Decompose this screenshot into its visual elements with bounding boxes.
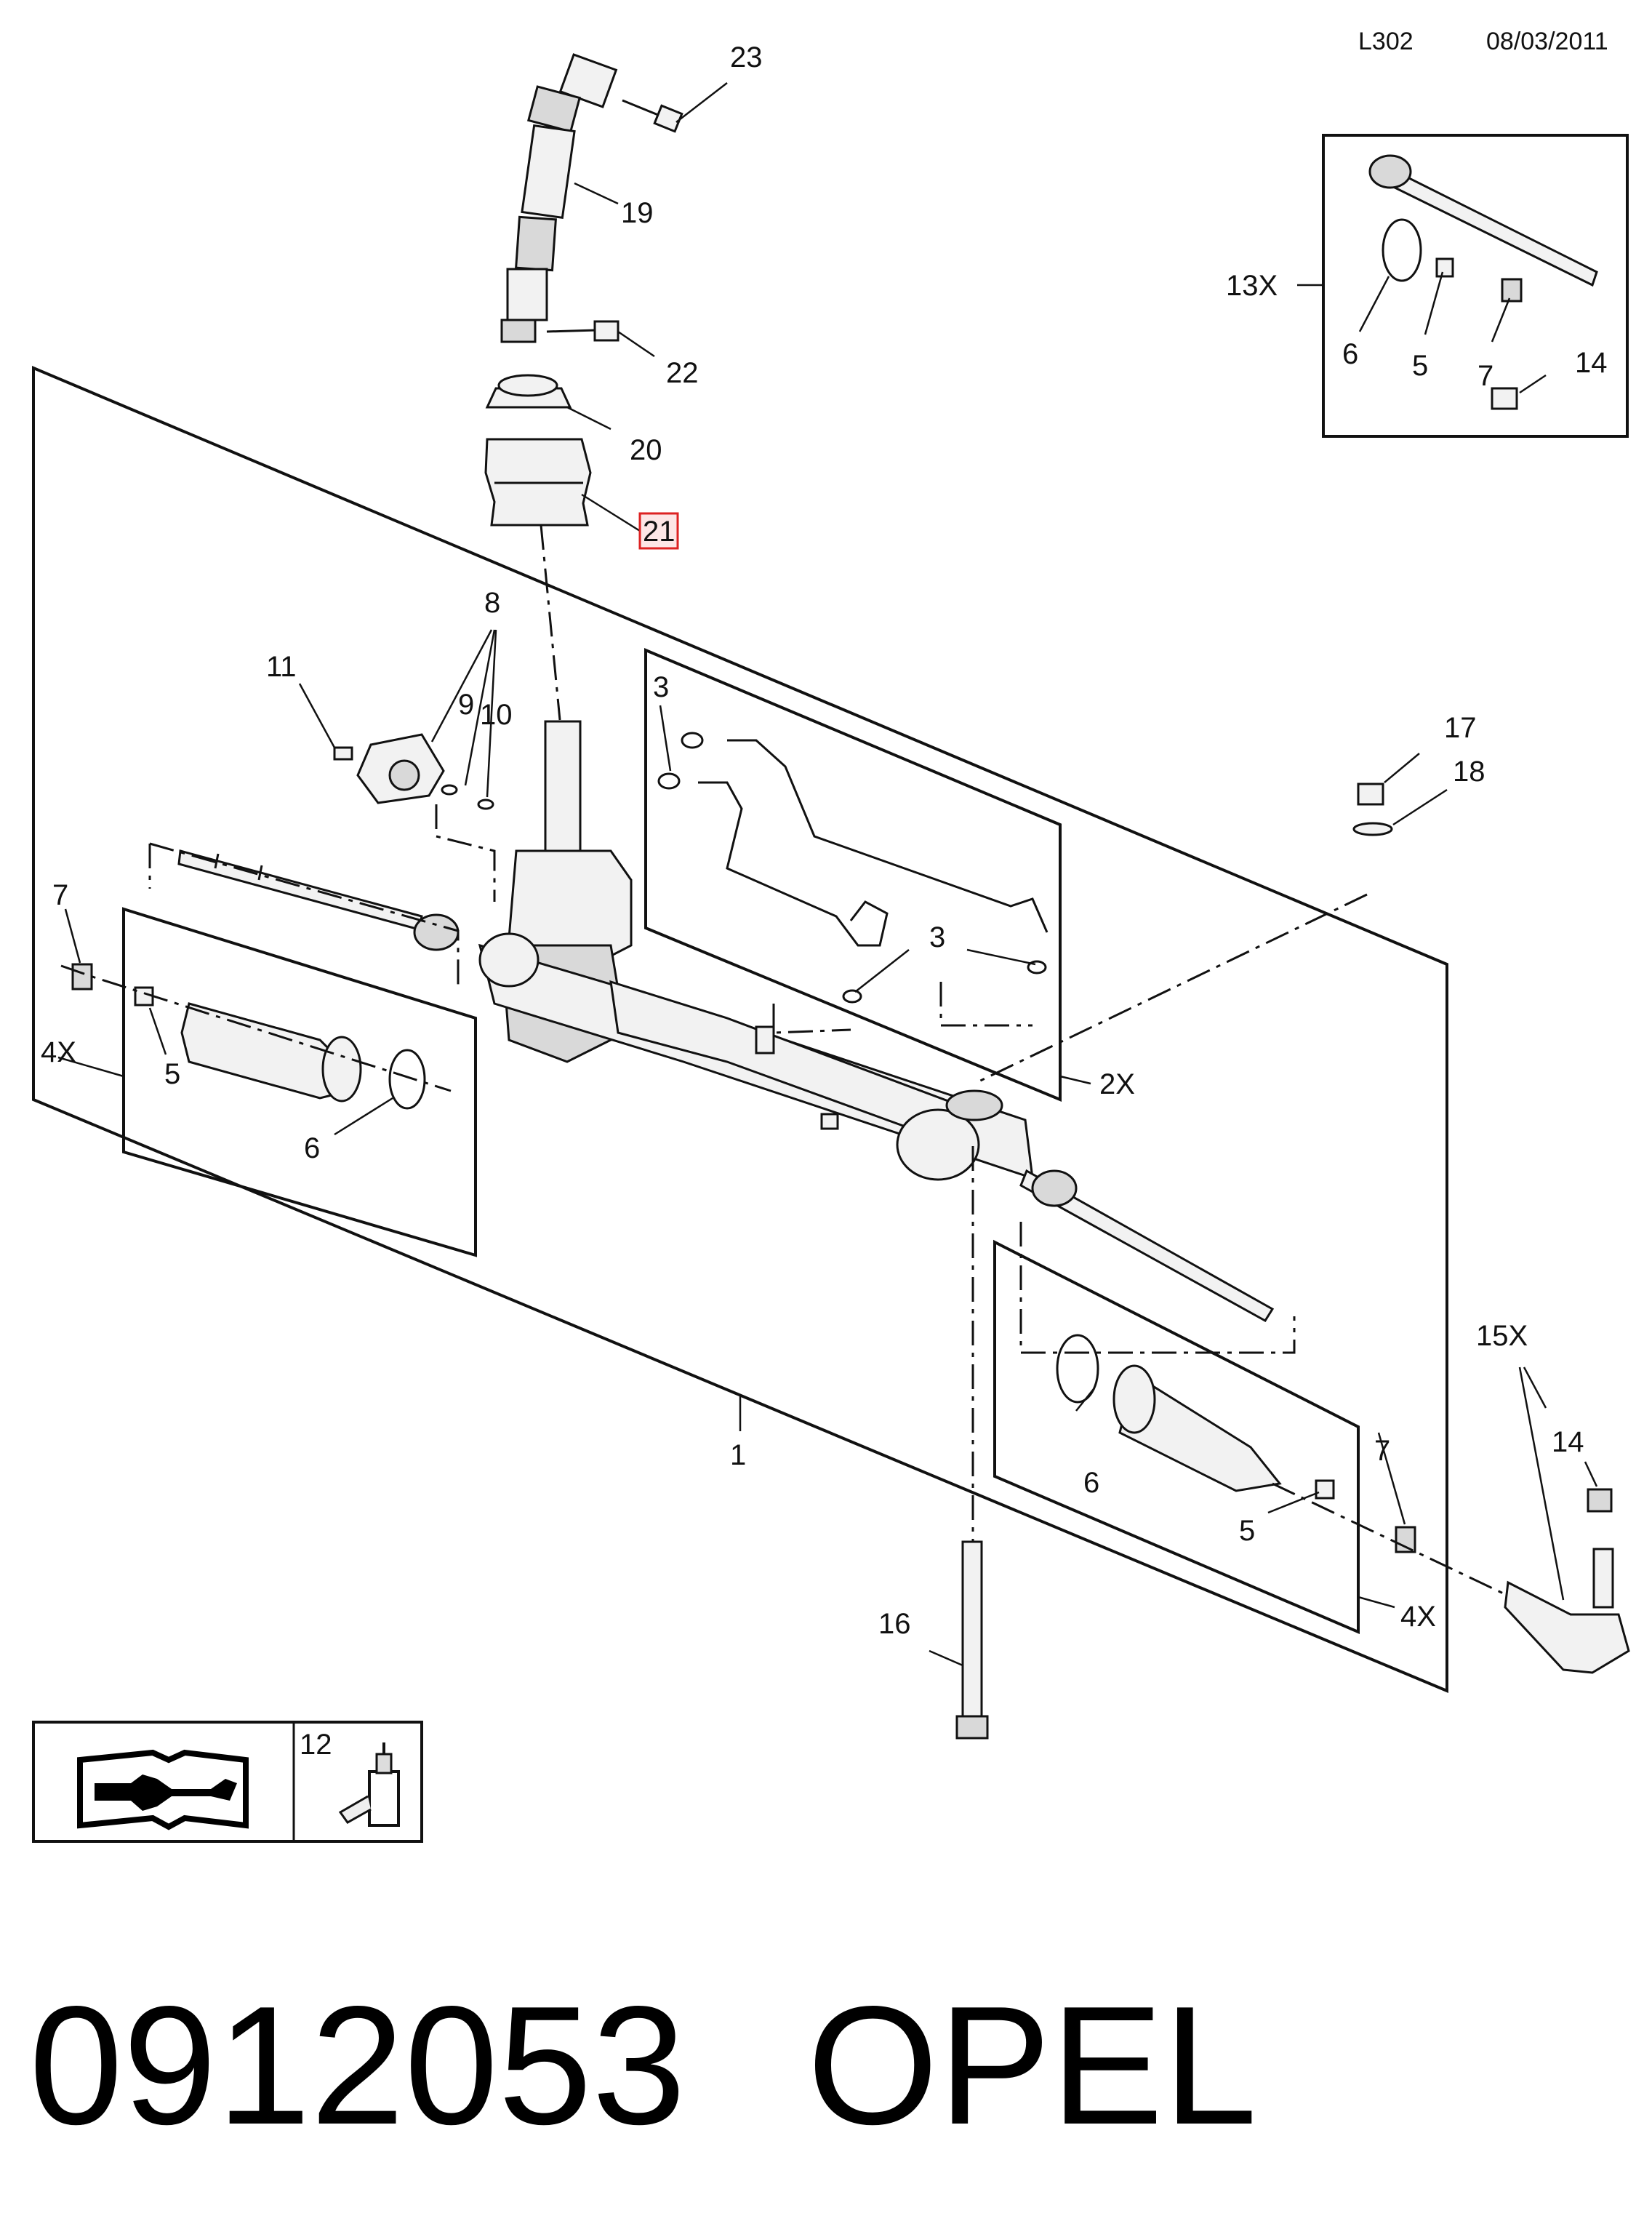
callout-7-right: 7 — [1374, 1435, 1390, 1467]
callout-2x: 2X — [1099, 1068, 1135, 1100]
part-number: 0912053 — [29, 1972, 686, 2160]
bolt-16 — [955, 1540, 989, 1740]
adhesive-bottle-icon — [338, 1742, 400, 1827]
right-boot-clamp-large — [1056, 1334, 1099, 1404]
main-assembly-frame — [32, 365, 1448, 1694]
callout-5-inset: 5 — [1412, 350, 1428, 382]
inner-tie-rod-kit-box — [1322, 134, 1629, 438]
pinch-bolt-upper — [622, 99, 683, 133]
callout-5-left: 5 — [164, 1058, 180, 1090]
right-boot-kit-box — [993, 1239, 1360, 1635]
left-lock-nut — [71, 963, 93, 991]
shaft-boot — [484, 438, 592, 527]
callout-8: 8 — [484, 587, 500, 619]
service-info-box — [32, 1721, 423, 1843]
highlight-box-21 — [638, 512, 679, 550]
right-lock-nut — [1395, 1526, 1416, 1553]
shaft-seal — [485, 374, 572, 409]
callout-14-right: 14 — [1552, 1426, 1584, 1458]
mounting-nut-17 — [1357, 783, 1384, 806]
left-tie-rod — [177, 849, 460, 951]
callout-16: 16 — [878, 1608, 911, 1640]
right-boot — [1112, 1364, 1282, 1492]
callout-5-right: 5 — [1239, 1515, 1255, 1547]
callout-22: 22 — [666, 357, 699, 389]
callout-13x: 13X — [1226, 270, 1278, 302]
page-code: L302 — [1358, 28, 1414, 55]
page-date: 08/03/2011 — [1486, 28, 1608, 55]
washer-18 — [1352, 822, 1393, 836]
callout-3-bottom: 3 — [929, 921, 945, 953]
callout-1: 1 — [730, 1439, 746, 1471]
callout-15x: 15X — [1476, 1320, 1528, 1352]
callout-6-left: 6 — [304, 1132, 320, 1164]
steering-rack-housing — [478, 720, 1034, 1181]
callout-20: 20 — [630, 434, 662, 466]
callout-7-inset: 7 — [1477, 360, 1493, 392]
callout-4x-right: 4X — [1400, 1601, 1436, 1633]
left-boot-clamp-small — [134, 986, 154, 1007]
right-boot-clamp-small — [1315, 1479, 1335, 1500]
leader-lines — [57, 82, 1598, 1667]
callout-12: 12 — [300, 1729, 332, 1761]
callout-10: 10 — [480, 699, 513, 731]
callout-7-left: 7 — [52, 879, 68, 911]
callout-21: 21 — [643, 516, 675, 548]
callout-17: 17 — [1444, 712, 1477, 744]
brand-name: OPEL — [807, 1972, 1257, 2160]
left-boot-kit-box — [122, 907, 477, 1257]
left-boot-clamp-large — [388, 1049, 426, 1110]
pinch-bolt-lower — [546, 320, 620, 342]
callout-19: 19 — [621, 197, 654, 229]
manual-wrench-book-icon — [77, 1749, 249, 1830]
tie-rod-end — [1504, 1488, 1630, 1674]
intermediate-shaft — [500, 53, 618, 343]
callout-18: 18 — [1453, 756, 1485, 788]
callout-11: 11 — [266, 651, 297, 683]
pipe-kit-box — [644, 647, 1062, 1102]
callout-6-inset: 6 — [1342, 338, 1358, 370]
callout-9: 9 — [458, 689, 474, 721]
right-tie-rod — [1019, 1169, 1275, 1323]
hydraulic-pipes — [657, 732, 1048, 1004]
inner-tie-rod-13x — [1368, 154, 1598, 410]
valve-module — [333, 733, 494, 810]
callout-14-inset: 14 — [1575, 347, 1608, 379]
callout-6-right: 6 — [1083, 1467, 1099, 1499]
callout-23: 23 — [730, 41, 763, 73]
callout-3-top: 3 — [653, 671, 669, 703]
callout-4x-left: 4X — [41, 1036, 76, 1068]
left-boot — [180, 1002, 362, 1103]
